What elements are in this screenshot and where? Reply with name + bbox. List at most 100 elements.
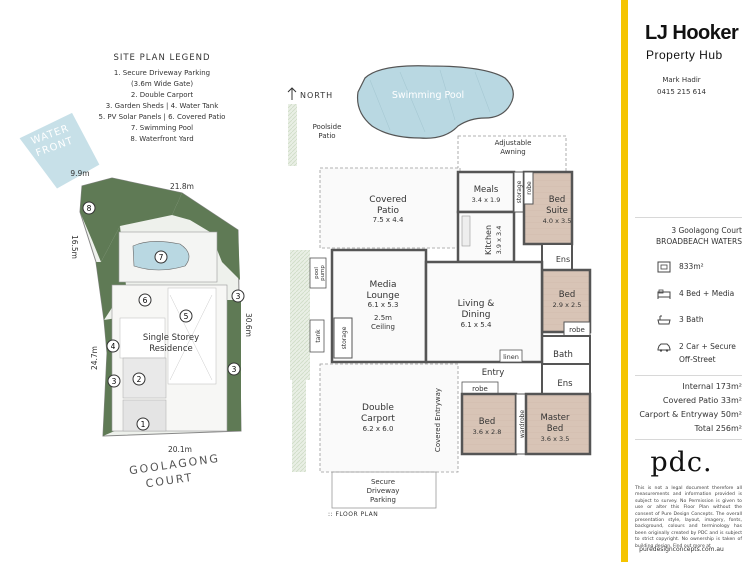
side-garden	[290, 250, 310, 380]
driveway-label: Secure	[371, 478, 395, 486]
bath-icon	[657, 315, 671, 325]
stat-text: 3 Bath	[679, 315, 704, 324]
awning-label: Awning	[500, 148, 526, 156]
room-name: Meals	[474, 185, 499, 195]
north-label: NORTH	[300, 91, 333, 100]
room-size: 2.9 x 2.5	[553, 301, 582, 309]
awning-label: Adjustable	[495, 139, 532, 147]
stat-beds: 4 Bed + Media	[635, 288, 742, 302]
poolside-patio: Poolside Patio	[313, 123, 342, 140]
storage-label: storage	[341, 326, 348, 349]
storage-label: storage	[516, 180, 523, 203]
marker-8: 8	[87, 204, 92, 213]
divider	[635, 217, 742, 218]
room-double-carport: Double Carport 6.2 x 6.0	[361, 403, 395, 433]
bed3-outline	[460, 392, 518, 456]
stat-cars: 2 Car + Secure	[635, 341, 742, 355]
disclaimer: This is not a legal document therefore a…	[635, 486, 742, 549]
info-panel: LJ Hooker Property Hub Mark Hadir 0415 2…	[621, 0, 750, 562]
poolside-label: Poolside	[313, 123, 342, 131]
wardrobe-label: wardrobe	[519, 410, 526, 439]
room-size: 3.6 x 2.8	[473, 428, 502, 436]
room-size: 4.0 x 3.5	[543, 217, 572, 225]
floor-plan: NORTH Swimming Pool Poolside Patio Adjus…	[287, 65, 592, 518]
awning: Adjustable Awning	[495, 139, 532, 156]
legend-line: 1. Secure Driveway Parking	[114, 69, 210, 77]
address-line: BROADBEACH WATERS	[655, 237, 742, 246]
driveway-outline	[331, 471, 437, 509]
legend-line: 8. Waterfront Yard	[130, 135, 193, 143]
room-name: Double	[362, 403, 394, 413]
entry-label: Entry	[482, 368, 505, 378]
kitchen-bench	[461, 215, 471, 247]
room-size: 6.1 x 5.4	[461, 321, 492, 329]
room-size: 7.5 x 4.4	[373, 216, 404, 224]
pdc-logo: pdc.	[650, 447, 713, 478]
room-bed2: Bed 2.9 x 2.5	[553, 290, 582, 309]
pool-pump-box	[309, 257, 327, 289]
land-area-icon	[657, 261, 671, 273]
room-size: 6.1 x 5.3	[368, 301, 399, 309]
bath-label: Bath	[553, 350, 573, 360]
ceiling-note: 2.5m	[374, 314, 392, 322]
room-kitchen: Kitchen 3.9 x 3.4	[484, 225, 503, 255]
marker-4: 4	[111, 342, 116, 351]
site-plan-legend: SITE PLAN LEGEND 1. Secure Driveway Park…	[99, 53, 226, 143]
carport-outline	[319, 363, 459, 473]
marker-7: 7	[159, 253, 164, 262]
room-name: Dining	[461, 310, 490, 320]
tank-label: tank	[315, 329, 322, 343]
pool-pump-label: pump	[320, 265, 326, 281]
marker-3: 3	[232, 365, 237, 374]
stat-text: 833m²	[679, 262, 704, 271]
marker-2: 2	[137, 375, 142, 384]
room-name: Suite	[546, 206, 568, 216]
divider	[635, 375, 742, 376]
dimension-label: 16.5m	[70, 235, 79, 259]
robe-label: robe	[569, 326, 585, 334]
area-internal: Internal 173m²	[682, 382, 742, 391]
lot-dimensions: 9.9m 21.8m 16.5m 30.6m 24.7m 20.1m	[70, 169, 253, 454]
room-meals: Meals 3.4 x 1.9	[472, 185, 501, 204]
room-master-bed: Master Bed 3.6 x 3.5	[540, 413, 570, 443]
divider	[635, 439, 742, 440]
media-storage	[333, 317, 353, 359]
tank-box	[309, 319, 325, 353]
room-living-dining: Living & Dining 6.1 x 5.4	[458, 299, 495, 329]
dimension-label: 30.6m	[244, 313, 253, 337]
website-link[interactable]: puredesignconcepts.com.au	[639, 546, 724, 553]
marker-1: 1	[141, 420, 146, 429]
floor-plan-label: :: FLOOR PLAN	[328, 511, 378, 518]
brand-bar	[621, 0, 628, 562]
bed-suite-robe	[523, 171, 534, 205]
covered-entryway-label: Covered Entryway	[434, 388, 442, 452]
bed-icon	[657, 289, 671, 299]
driveway: Secure Driveway Parking	[367, 478, 400, 504]
agent-name: Mark Hadir	[662, 76, 701, 84]
room-name: Media	[369, 280, 396, 290]
room-name: Master	[540, 413, 570, 423]
site-markers: 1 2 3 3 3 4 5 6 7 8	[82, 201, 245, 431]
room-bed3: Bed 3.6 x 2.8	[473, 417, 502, 436]
master-bed-outline	[524, 392, 592, 456]
room-bed-suite: Bed Suite 4.0 x 3.5	[543, 195, 572, 225]
legend-line: 5. PV Solar Panels | 6. Covered Patio	[99, 113, 226, 121]
robe-label: robe	[526, 181, 533, 195]
stat-text: 2 Car + Secure	[679, 342, 736, 351]
residence-label: Residence	[149, 344, 192, 354]
marker-3: 3	[236, 292, 241, 301]
address-line: 3 Goolagong Court	[671, 226, 742, 235]
room-size: 6.2 x 6.0	[363, 425, 394, 433]
room-name: Kitchen	[484, 225, 493, 255]
waterfront-badge: WATER FRONT	[19, 112, 100, 189]
legend-line: 3. Garden Sheds | 4. Water Tank	[106, 102, 220, 110]
ensuite-top	[541, 243, 573, 271]
legend-title: SITE PLAN LEGEND	[113, 53, 210, 63]
linen-label: linen	[503, 353, 519, 361]
marker-5: 5	[184, 312, 189, 321]
area-covered-patio: Covered Patio 33m²	[662, 396, 742, 405]
marker-6: 6	[143, 296, 148, 305]
area-carport-entry: Carport & Entryway 50m²	[639, 410, 742, 419]
north-arrow: NORTH	[287, 87, 333, 100]
carport-garden	[292, 380, 306, 472]
